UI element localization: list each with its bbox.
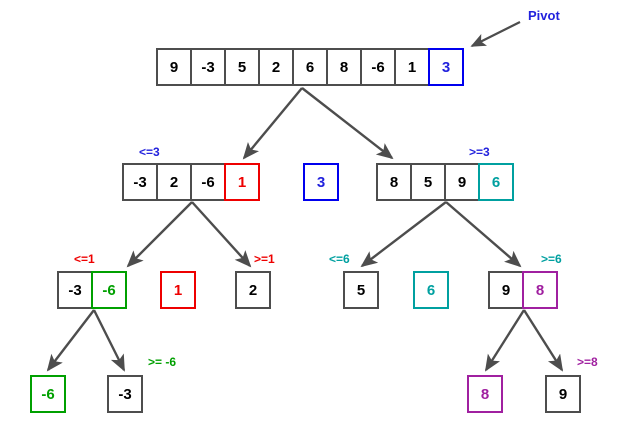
- array-cell[interactable]: 1: [394, 48, 430, 86]
- array-cell[interactable]: -6: [360, 48, 396, 86]
- array-cell[interactable]: 9: [488, 271, 524, 309]
- left-right-partition-label: >=1: [254, 252, 275, 266]
- array-cell[interactable]: 5: [410, 163, 446, 201]
- array-cell[interactable]: 2: [258, 48, 294, 86]
- left-partition-label: <=3: [139, 145, 160, 159]
- minus6-right-partition-label: >= -6: [148, 355, 177, 369]
- array-cell[interactable]: 2: [156, 163, 192, 201]
- array-cell[interactable]: 5: [343, 271, 379, 309]
- pivot-cell[interactable]: 8: [522, 271, 558, 309]
- pivot-minus6-box: -6: [30, 375, 66, 413]
- array-cell[interactable]: 9: [545, 375, 581, 413]
- right-left-partition-array: 5: [343, 271, 379, 309]
- right-right-partition-label: >=6: [541, 252, 562, 266]
- left-partition-array: -3 2 -6 1: [122, 163, 260, 201]
- right-partition-label: >=3: [469, 145, 490, 159]
- sorted-cell[interactable]: 6: [413, 271, 449, 309]
- eight-right-partition-label: >=8: [577, 355, 598, 369]
- pivot-3-box: 3: [303, 163, 339, 201]
- sorted-cell[interactable]: -6: [30, 375, 66, 413]
- array-cell[interactable]: -3: [122, 163, 158, 201]
- right-right-partition-array: 9 8: [488, 271, 558, 309]
- pivot-1-box: 1: [160, 271, 196, 309]
- right-left-partition-label: <=6: [329, 252, 350, 266]
- array-cell[interactable]: -3: [190, 48, 226, 86]
- sorted-cell[interactable]: 3: [303, 163, 339, 201]
- pivot-cell[interactable]: -6: [91, 271, 127, 309]
- pivot-8-box: 8: [467, 375, 503, 413]
- eight-right-partition-array: 9: [545, 375, 581, 413]
- pivot-6-box: 6: [413, 271, 449, 309]
- array-cell[interactable]: -6: [190, 163, 226, 201]
- array-cell[interactable]: 6: [292, 48, 328, 86]
- left-left-partition-label: <=1: [74, 252, 95, 266]
- pivot-cell[interactable]: 3: [428, 48, 464, 86]
- array-cell[interactable]: 2: [235, 271, 271, 309]
- array-cell[interactable]: 8: [376, 163, 412, 201]
- array-cell[interactable]: -3: [107, 375, 143, 413]
- array-cell[interactable]: 8: [326, 48, 362, 86]
- left-right-partition-array: 2: [235, 271, 271, 309]
- array-cell[interactable]: 9: [156, 48, 192, 86]
- minus6-right-partition-array: -3: [107, 375, 143, 413]
- array-cell[interactable]: -3: [57, 271, 93, 309]
- pivot-cell[interactable]: 6: [478, 163, 514, 201]
- array-cell[interactable]: 9: [444, 163, 480, 201]
- root-array: 9 -3 5 2 6 8 -6 1 3: [156, 48, 464, 86]
- array-cell[interactable]: 5: [224, 48, 260, 86]
- pivot-label: Pivot: [528, 8, 560, 23]
- pivot-cell[interactable]: 1: [224, 163, 260, 201]
- sorted-cell[interactable]: 1: [160, 271, 196, 309]
- left-left-partition-array: -3 -6: [57, 271, 127, 309]
- right-partition-array: 8 5 9 6: [376, 163, 514, 201]
- sorted-cell[interactable]: 8: [467, 375, 503, 413]
